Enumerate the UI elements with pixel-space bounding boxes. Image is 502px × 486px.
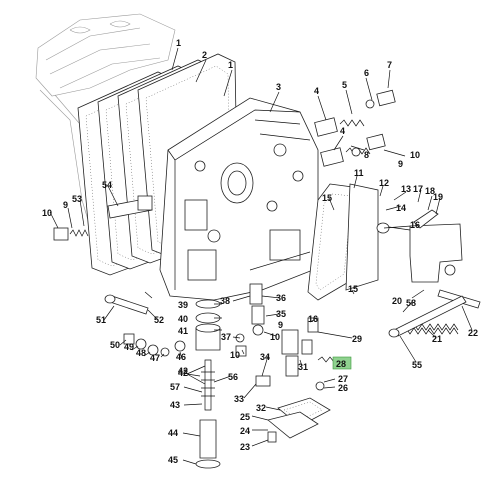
callout-51: 51 (96, 315, 106, 325)
callout-12: 12 (379, 178, 389, 188)
callout-29: 29 (352, 334, 362, 344)
center-left-stack (195, 299, 221, 469)
callout-18: 18 (425, 186, 435, 196)
callout-55: 55 (412, 360, 422, 370)
callout-23: 23 (240, 442, 250, 452)
callout-41: 41 (178, 326, 188, 336)
callout-7: 7 (387, 60, 392, 70)
ghost-housing (35, 13, 176, 261)
callout-24: 24 (240, 426, 250, 436)
side-gasket (307, 183, 379, 301)
callout-9: 9 (398, 159, 403, 169)
callout-22: 22 (468, 328, 478, 338)
callout-27: 27 (338, 374, 348, 384)
callout-48: 48 (136, 348, 146, 358)
callout-10: 10 (270, 332, 280, 342)
callout-4: 4 (340, 126, 345, 136)
callout-16: 16 (410, 220, 420, 230)
callout-40: 40 (178, 314, 188, 324)
spring-and-bolts-right (388, 289, 481, 338)
callout-39: 39 (178, 300, 188, 310)
callout-32: 32 (256, 403, 266, 413)
callout-15: 15 (322, 193, 332, 203)
callout-58: 58 (406, 298, 416, 308)
callout-3: 3 (276, 82, 281, 92)
callout-37: 37 (221, 332, 231, 342)
callout-13: 13 (401, 184, 411, 194)
callout-34: 34 (260, 352, 270, 362)
callout-20: 20 (392, 296, 402, 306)
callout-4: 4 (314, 86, 319, 96)
left-valve-parts (53, 195, 153, 241)
callout-10: 10 (42, 208, 52, 218)
callout-42: 42 (178, 368, 188, 378)
highlight-box-28 (332, 356, 352, 370)
callout-57: 57 (170, 382, 180, 392)
callout-1: 1 (228, 60, 233, 70)
callout-25: 25 (240, 412, 250, 422)
callout-labels: 1 2 1 3 4 5 6 7 4 8 9 10 11 12 13 17 18 … (42, 38, 478, 465)
center-stack (235, 283, 271, 387)
callout-43: 43 (170, 400, 180, 410)
callout-28: 28 (336, 359, 346, 369)
valve-body (159, 97, 319, 301)
callout-49: 49 (124, 342, 134, 352)
callout-9: 9 (63, 200, 68, 210)
callout-56: 56 (228, 372, 238, 382)
callout-10: 10 (410, 150, 420, 160)
callout-52: 52 (154, 315, 164, 325)
callout-21: 21 (432, 334, 442, 344)
callout-2: 2 (202, 50, 207, 60)
callout-46: 46 (176, 352, 186, 362)
callout-8: 8 (364, 150, 369, 160)
callout-16: 16 (308, 314, 318, 324)
callout-19: 19 (433, 192, 443, 202)
callout-54: 54 (102, 180, 112, 190)
callout-26: 26 (338, 383, 348, 393)
callout-44: 44 (168, 428, 178, 438)
bottom-cover (267, 397, 331, 443)
callout-45: 45 (168, 455, 178, 465)
callout-36: 36 (276, 293, 286, 303)
callout-10: 10 (230, 350, 240, 360)
callout-42: 42 (178, 366, 188, 376)
callout-17: 17 (413, 184, 423, 194)
leader-lines (49, 47, 473, 465)
callout-31: 31 (298, 362, 308, 372)
callout-5: 5 (342, 80, 347, 90)
callout-38: 38 (220, 296, 230, 306)
right-center-stack (281, 317, 335, 391)
callout-14: 14 (396, 203, 406, 213)
callout-35: 35 (276, 309, 286, 319)
callout-9: 9 (278, 320, 283, 330)
callout-15: 15 (348, 284, 358, 294)
top-right-valves (314, 89, 396, 167)
callout-33: 33 (234, 394, 244, 404)
callout-6: 6 (364, 68, 369, 78)
left-fasteners (104, 291, 186, 357)
callout-53: 53 (72, 194, 82, 204)
bracket-assembly (376, 209, 463, 283)
callout-50: 50 (110, 340, 120, 350)
callout-11: 11 (354, 168, 364, 178)
callout-47: 47 (150, 353, 160, 363)
callout-1: 1 (176, 38, 181, 48)
